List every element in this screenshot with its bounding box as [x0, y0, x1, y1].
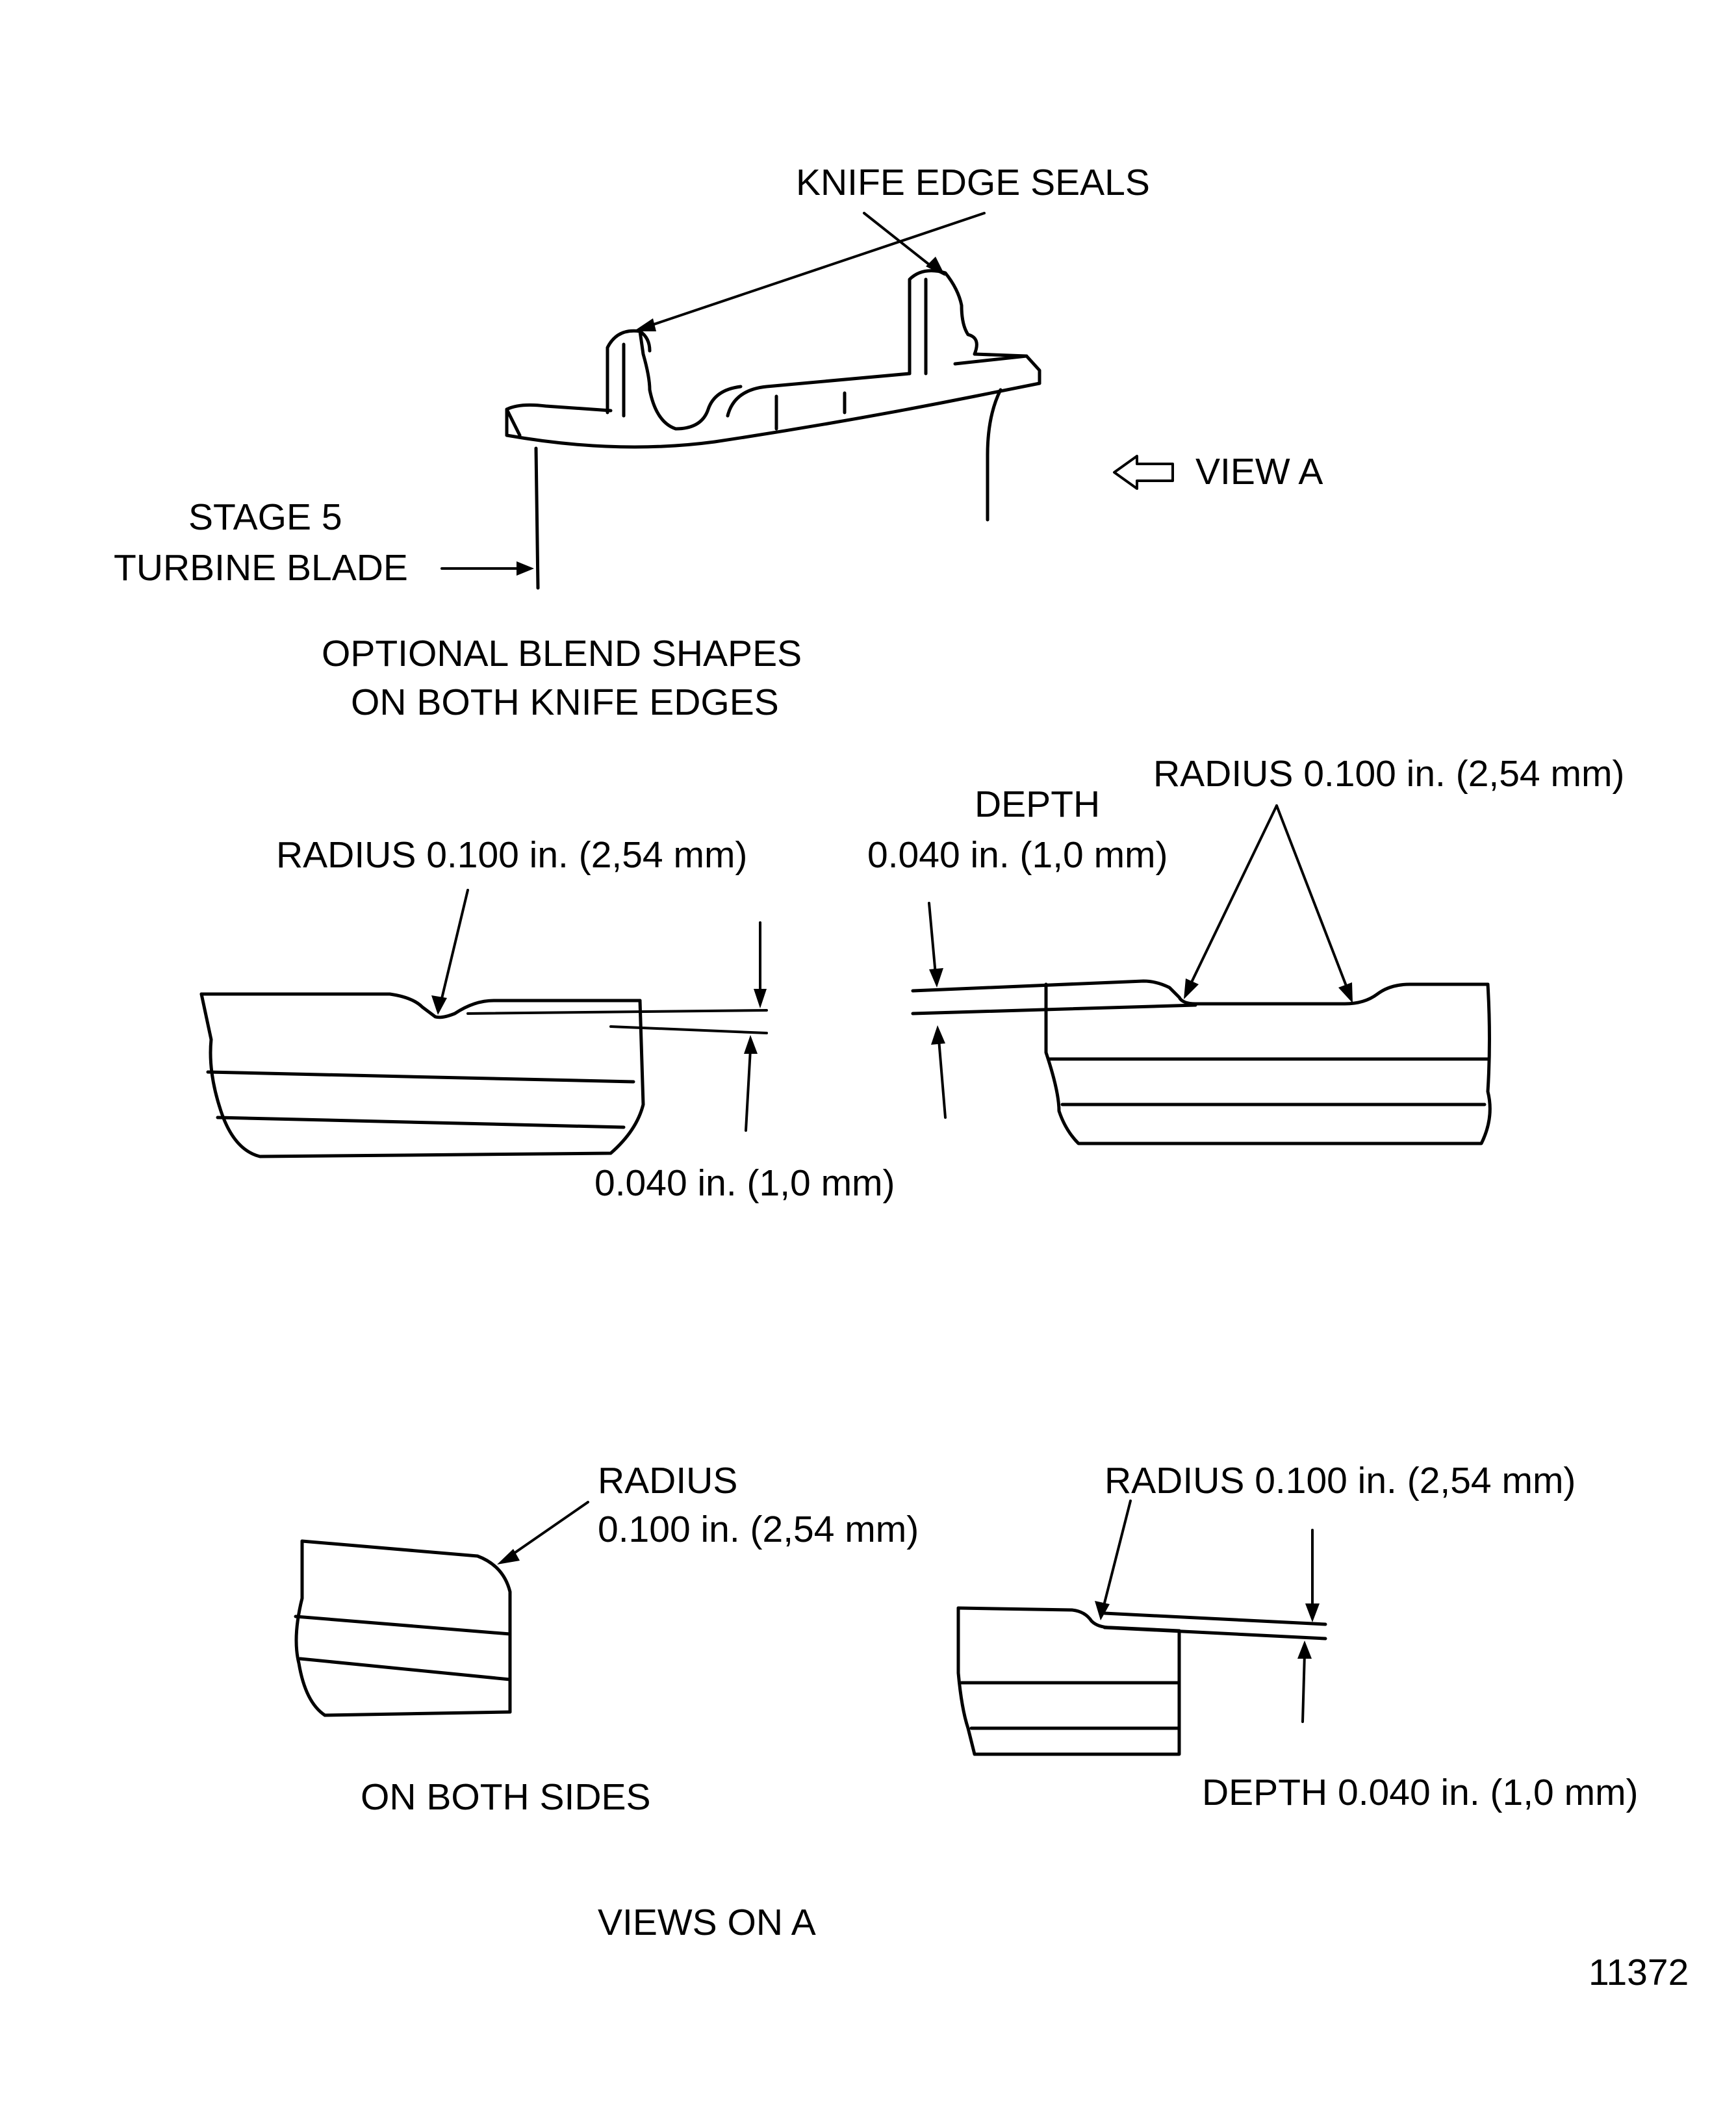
turbine-blade-drawing [440, 212, 1041, 590]
view-a-label: VIEW A [1195, 451, 1323, 492]
left-blend-profile [199, 889, 768, 1158]
right-blend-profile [911, 804, 1492, 1145]
turbine-blade-label: TURBINE BLADE [114, 547, 408, 589]
optional-blend-label-line1: OPTIONAL BLEND SHAPES [322, 633, 802, 674]
right-radius-label: RADIUS 0.100 in. (2,54 mm) [1153, 753, 1624, 795]
right-depth-value-label: 0.040 in. (1,0 mm) [867, 834, 1168, 876]
on-both-sides-label: ON BOTH SIDES [361, 1776, 651, 1818]
figure-number: 11372 [1589, 1952, 1689, 1993]
corner-radius-word-label: RADIUS [598, 1460, 737, 1501]
view-a-arrow-icon [1113, 455, 1174, 490]
corner-blend-profile [294, 1501, 589, 1717]
left-radius-label: RADIUS 0.100 in. (2,54 mm) [276, 834, 747, 876]
edge-radius-label: RADIUS 0.100 in. (2,54 mm) [1104, 1460, 1576, 1501]
edge-blend-profile [956, 1500, 1327, 1756]
views-on-a-caption: VIEWS ON A [598, 1902, 816, 1943]
stage-5-label: STAGE 5 [188, 496, 342, 538]
corner-radius-value-label: 0.100 in. (2,54 mm) [598, 1509, 919, 1550]
knife-edge-seals-label: KNIFE EDGE SEALS [796, 162, 1150, 203]
left-depth-label: 0.040 in. (1,0 mm) [594, 1162, 895, 1204]
right-depth-word-label: DEPTH [975, 784, 1100, 825]
edge-depth-label: DEPTH 0.040 in. (1,0 mm) [1202, 1772, 1639, 1813]
optional-blend-label-line2: ON BOTH KNIFE EDGES [351, 682, 779, 723]
